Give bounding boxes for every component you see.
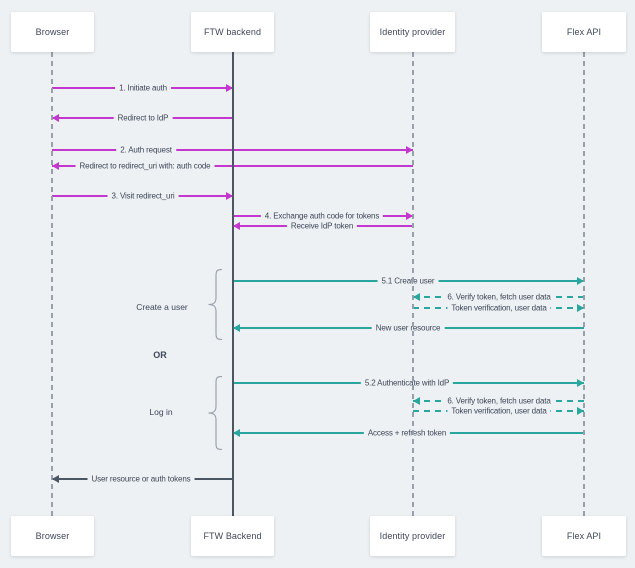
message-label: 6. Verify token, fetch user data	[443, 396, 555, 406]
actor-box-bottom-ftw-backend: FTW Backend	[191, 516, 274, 556]
actor-box-bottom-browser: Browser	[11, 516, 94, 556]
group-label-or: OR	[153, 350, 167, 360]
curly-brace-icon	[206, 268, 223, 345]
lifeline-ftw-backend	[232, 52, 234, 516]
arrowhead-icon	[233, 429, 240, 437]
arrowhead-icon	[413, 397, 420, 405]
arrowhead-icon	[52, 475, 59, 483]
message-label: Access + refresh token	[363, 428, 451, 438]
arrowhead-icon	[413, 293, 420, 301]
message-label: User resource or auth tokens	[87, 474, 195, 484]
actor-box-top-browser: Browser	[11, 12, 94, 52]
actor-box-bottom-flex-api: Flex API	[542, 516, 626, 556]
group-label-log-in: Log in	[149, 407, 173, 417]
message-label: 3. Visit redirect_uri	[107, 191, 179, 201]
curly-brace-icon	[206, 375, 223, 455]
arrowhead-icon	[406, 146, 413, 154]
lifeline-identity-provider	[412, 52, 414, 516]
actor-box-top-ftw-backend: FTW backend	[191, 12, 274, 52]
arrowhead-icon	[577, 277, 584, 285]
arrowhead-icon	[233, 324, 240, 332]
lifeline-flex-api	[583, 52, 585, 516]
message-label: 6. Verify token, fetch user data	[443, 292, 555, 302]
arrowhead-icon	[406, 212, 413, 220]
arrowhead-icon	[577, 304, 584, 312]
message-label: 5.2 Authenticate with IdP	[360, 378, 454, 388]
arrowhead-icon	[577, 379, 584, 387]
arrowhead-icon	[577, 407, 584, 415]
arrowhead-icon	[233, 222, 240, 230]
message-label: Redirect to redirect_uri with: auth code	[75, 161, 215, 171]
message-label: 5.1 Create user	[377, 276, 439, 286]
message-label: Redirect to IdP	[113, 113, 173, 123]
group-label-create-a-user: Create a user	[136, 302, 188, 312]
message-label: Receive IdP token	[286, 221, 358, 231]
actor-box-bottom-identity-provider: Identity provider	[370, 516, 455, 556]
actor-box-top-flex-api: Flex API	[542, 12, 626, 52]
message-label: 4. Exchange auth code for tokens	[260, 211, 384, 221]
actor-box-top-identity-provider: Identity provider	[370, 12, 455, 52]
message-label: Token verification, user data	[447, 303, 551, 313]
arrowhead-icon	[226, 192, 233, 200]
arrowhead-icon	[52, 162, 59, 170]
message-label: 1. Initiate auth	[115, 83, 171, 93]
arrowhead-icon	[52, 114, 59, 122]
message-label: Token verification, user data	[447, 406, 551, 416]
lifeline-browser	[51, 52, 53, 516]
arrowhead-icon	[226, 84, 233, 92]
message-label: 2. Auth request	[116, 145, 176, 155]
message-label: New user resource	[371, 323, 445, 333]
